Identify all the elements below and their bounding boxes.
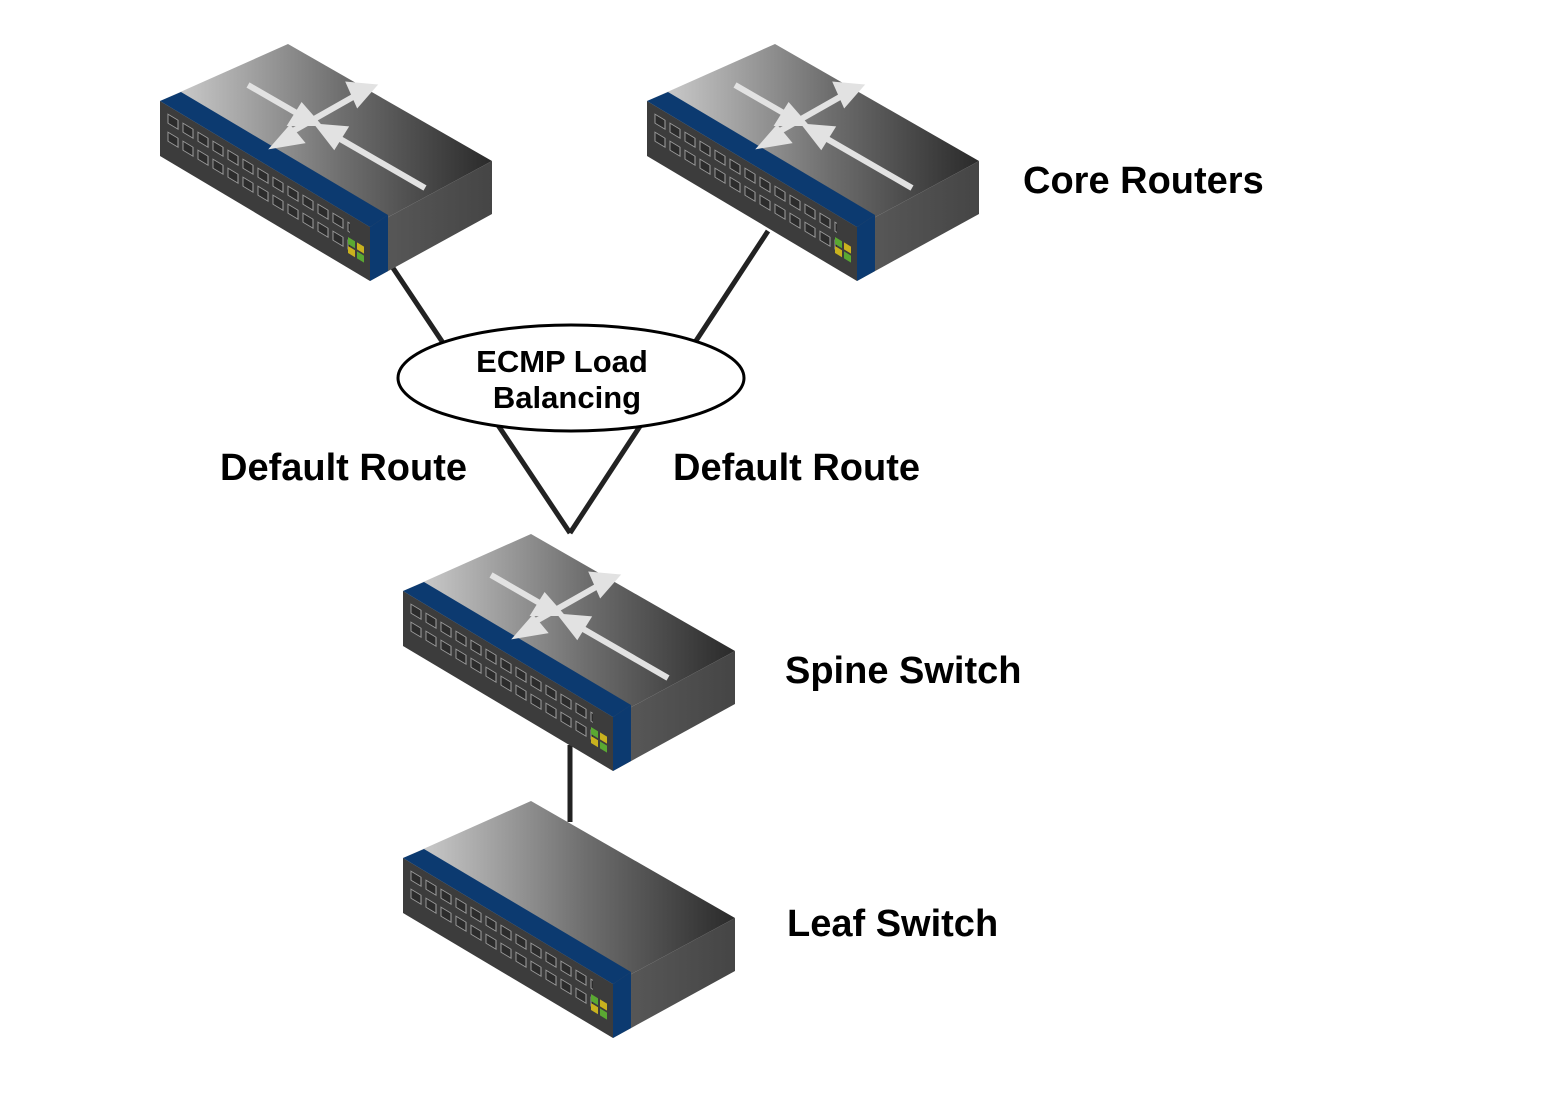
ecmp-label-line1: ECMP Load — [476, 344, 648, 379]
leaf-switch-label: Leaf Switch — [787, 903, 998, 945]
core-router-left-router-icon — [160, 44, 492, 281]
ecmp-label-line2: Balancing — [493, 380, 641, 415]
spine-switch-label: Spine Switch — [785, 650, 1021, 692]
core-router-right-router-icon — [647, 44, 979, 281]
default-route-right-label: Default Route — [673, 447, 920, 489]
ecmp-bubble: ECMP Load Balancing — [396, 323, 746, 433]
leaf-switch-icon — [403, 801, 735, 1038]
default-route-left-label: Default Route — [220, 447, 467, 489]
spine-switch-router-icon — [403, 534, 735, 771]
core-routers-label: Core Routers — [1023, 160, 1264, 202]
ecmp-ellipse — [396, 323, 746, 433]
